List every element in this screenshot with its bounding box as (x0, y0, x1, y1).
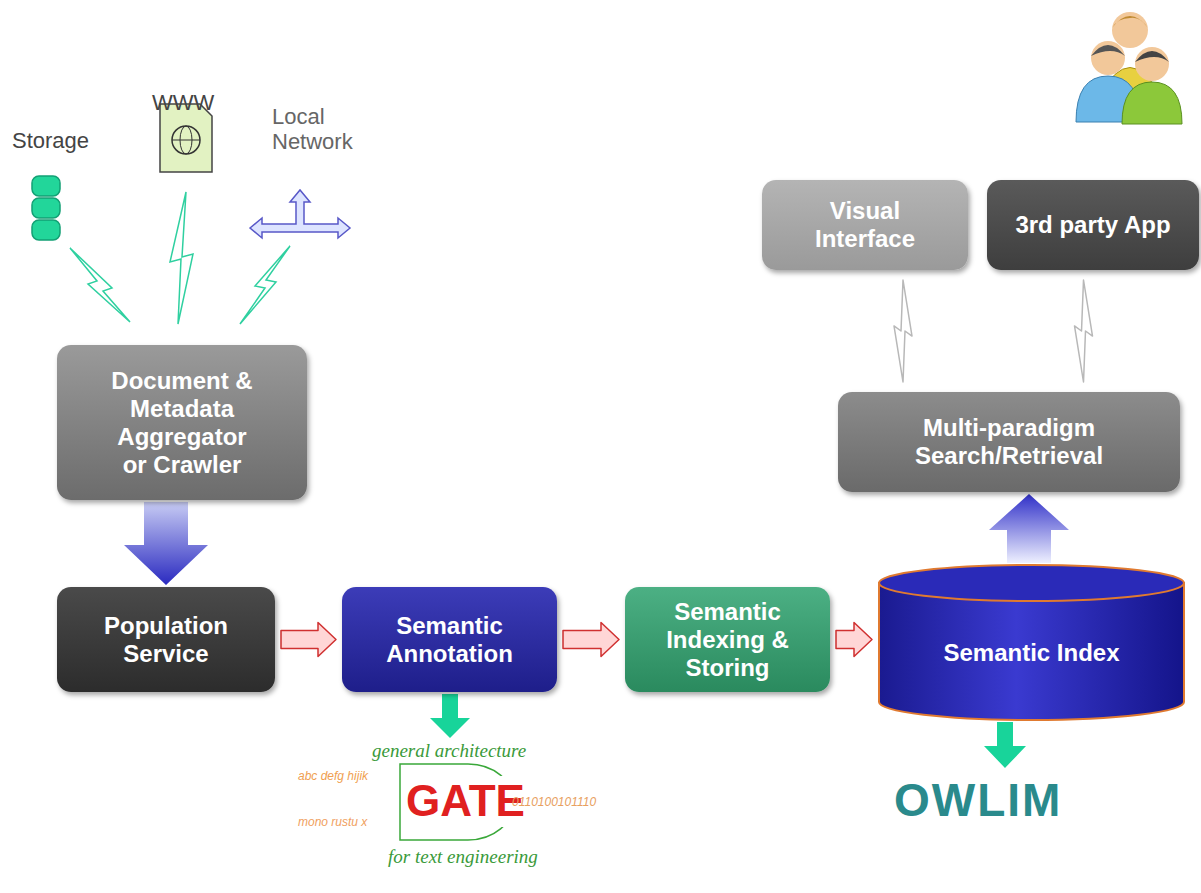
interface-box: Visual Interface (762, 180, 968, 270)
flow-arrow (836, 623, 872, 657)
storage-icon (32, 176, 60, 240)
logo-text: abc defg hijik (298, 770, 368, 784)
node-text: Visual Interface (780, 197, 950, 253)
network-icon (250, 190, 350, 238)
flow-arrow (281, 623, 336, 657)
node-text: Semantic Annotation (365, 612, 535, 668)
interface-box: 3rd party App (987, 180, 1199, 270)
database-cylinder: Semantic Index (878, 565, 1185, 720)
process-box: Document & Metadata Aggregator or Crawle… (57, 345, 307, 500)
output-arrow (430, 694, 470, 738)
process-box: Multi-paradigm Search/Retrieval (838, 392, 1180, 492)
source-label: Local Network (272, 104, 382, 155)
source-bolt (70, 192, 290, 324)
flow-arrow (563, 623, 619, 657)
logo-text: OWLIM (894, 774, 1062, 827)
process-box: Semantic Indexing & Storing (625, 587, 830, 692)
logo-text: mono rustu x (298, 816, 367, 830)
node-text: Population Service (81, 612, 251, 668)
node-text: Semantic Indexing & Storing (648, 598, 808, 682)
cylinder-body (879, 583, 1184, 720)
node-text: Semantic Index (943, 639, 1119, 667)
logo-text: GATE (404, 776, 527, 827)
source-label: WWW (152, 90, 214, 115)
node-text: Multi-paradigm Search/Retrieval (864, 414, 1154, 470)
output-arrow (984, 722, 1026, 768)
logo-text: for text engineering (388, 846, 538, 868)
logo-text: general architecture (372, 740, 526, 762)
process-box: Semantic Annotation (342, 587, 557, 692)
lightning-link (894, 280, 912, 382)
cylinder-top (879, 565, 1184, 601)
node-text: Document & Metadata Aggregator or Crawle… (106, 367, 258, 479)
lightning-link (1075, 280, 1093, 382)
flow-arrow (124, 502, 208, 585)
logo-text: 0110100101110 (512, 796, 596, 810)
source-label: Storage (12, 128, 89, 153)
node-text: 3rd party App (1015, 211, 1170, 239)
users-icon (1076, 12, 1182, 124)
flow-arrow (989, 494, 1069, 563)
process-box: Population Service (57, 587, 275, 692)
